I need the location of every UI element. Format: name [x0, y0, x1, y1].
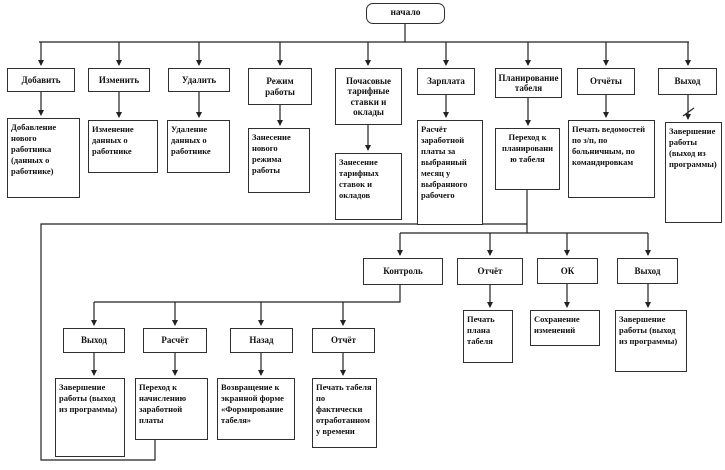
node-ok-button: ОК — [537, 258, 598, 284]
node-exit-description-bottom: Завершение работы (выход из программы) — [55, 378, 125, 457]
node-exit-description-top: Завершение работы (выход из программы) — [665, 122, 722, 223]
node-rates-description: Занесение тарифных ставок и окладов — [335, 153, 402, 220]
node-payroll-transition-description: Переход к начислению заработной платы — [135, 378, 208, 440]
node-save-changes-description: Сохранение изменений — [530, 310, 600, 346]
node-print-plan-description: Печать плана табеля — [463, 310, 513, 363]
node-print-timesheet-description: Печать табеля по фактически отработанном… — [312, 378, 377, 448]
node-report-button-left: Отчёт — [312, 328, 375, 353]
node-add-description: Добавление нового работника (данных о ра… — [7, 118, 80, 198]
node-return-form-description: Возвращение к экранной форме «Формирован… — [217, 378, 295, 440]
node-edit-description: Изменение данных о работнике — [88, 120, 158, 173]
node-control-button: Контроль — [363, 258, 443, 285]
node-timesheet-transition: Переход к планированию табеля — [495, 128, 560, 190]
node-delete-button: Удалить — [168, 68, 230, 92]
node-hourly-rates-button: Почасовые тарифные ставки и оклады — [335, 68, 402, 125]
node-exit-button-left: Выход — [63, 328, 125, 353]
node-add-button: Добавить — [7, 68, 75, 92]
node-exit-button: Выход — [658, 68, 717, 95]
node-start: начало — [366, 3, 445, 24]
node-exit-description-right: Завершение работы (выход из программы) — [615, 310, 687, 372]
node-reports-description: Печать ведомостей по з/п, по больничным,… — [568, 120, 655, 198]
node-reports-button: Отчёты — [577, 68, 635, 95]
node-salary-button: Зарплата — [417, 68, 475, 95]
node-back-button: Назад — [230, 328, 293, 353]
node-work-mode-button: Режим работы — [248, 68, 312, 105]
node-report-button-mid: Отчёт — [457, 258, 523, 285]
node-work-mode-description: Занесение нового режима работы — [248, 128, 310, 193]
node-timesheet-planning-button: Планирование табеля — [495, 68, 562, 98]
node-salary-calc-description: Расчёт заработной платы за выбранный мес… — [417, 120, 483, 225]
node-calc-button: Расчёт — [143, 328, 207, 353]
node-exit-button-mid: Выход — [617, 258, 678, 284]
node-edit-button: Изменить — [88, 68, 150, 92]
node-delete-description: Удаление данных о работнике — [167, 120, 230, 173]
